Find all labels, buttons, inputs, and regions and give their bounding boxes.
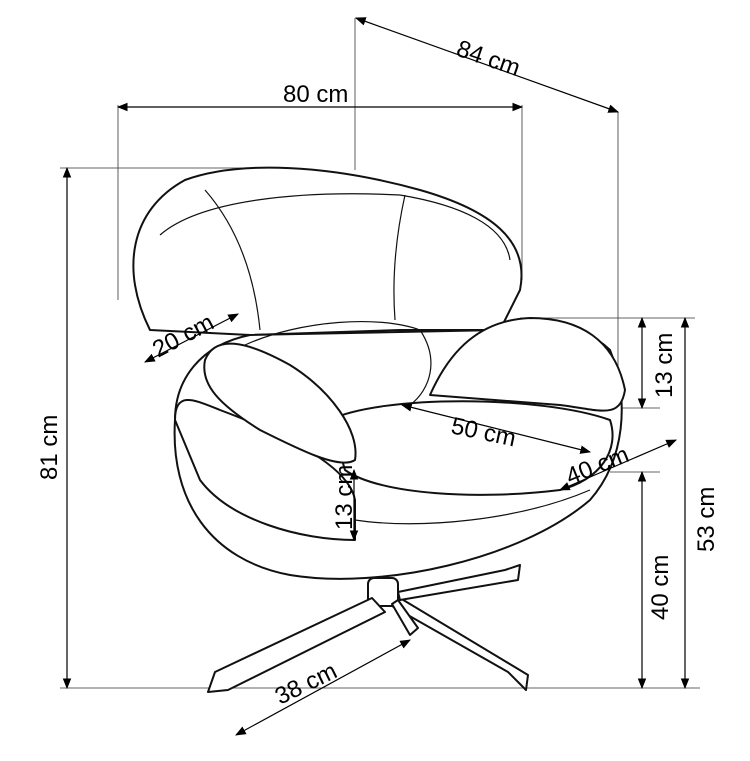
label-height-81: 81 cm	[36, 415, 63, 480]
dim-84-line	[354, 17, 620, 113]
dim-38-line	[235, 639, 411, 736]
dimension-lines	[62, 17, 690, 736]
label-seat-thickness-13: 13 cm	[331, 465, 358, 530]
chair-cushion	[203, 342, 357, 464]
chair-base-leg-back-right	[397, 564, 521, 601]
chair-base-leg-front	[391, 599, 419, 636]
label-seat-height-40: 40 cm	[647, 555, 674, 620]
dim-50-line	[400, 403, 592, 454]
label-armrest-13: 13 cm	[651, 333, 678, 398]
dim-40-seat-line	[559, 439, 677, 491]
chair-drawing	[132, 166, 626, 693]
chair-right-arm	[429, 317, 626, 412]
label-depth-84: 84 cm	[453, 35, 524, 82]
label-base-38: 38 cm	[271, 657, 342, 710]
dim-20-line	[144, 313, 239, 363]
chair-backrest	[132, 166, 523, 336]
chair-base-leg-right	[391, 597, 529, 691]
chair-left-arm	[174, 399, 356, 541]
label-armrest-53: 53 cm	[693, 487, 720, 552]
label-width-80: 80 cm	[283, 81, 348, 108]
